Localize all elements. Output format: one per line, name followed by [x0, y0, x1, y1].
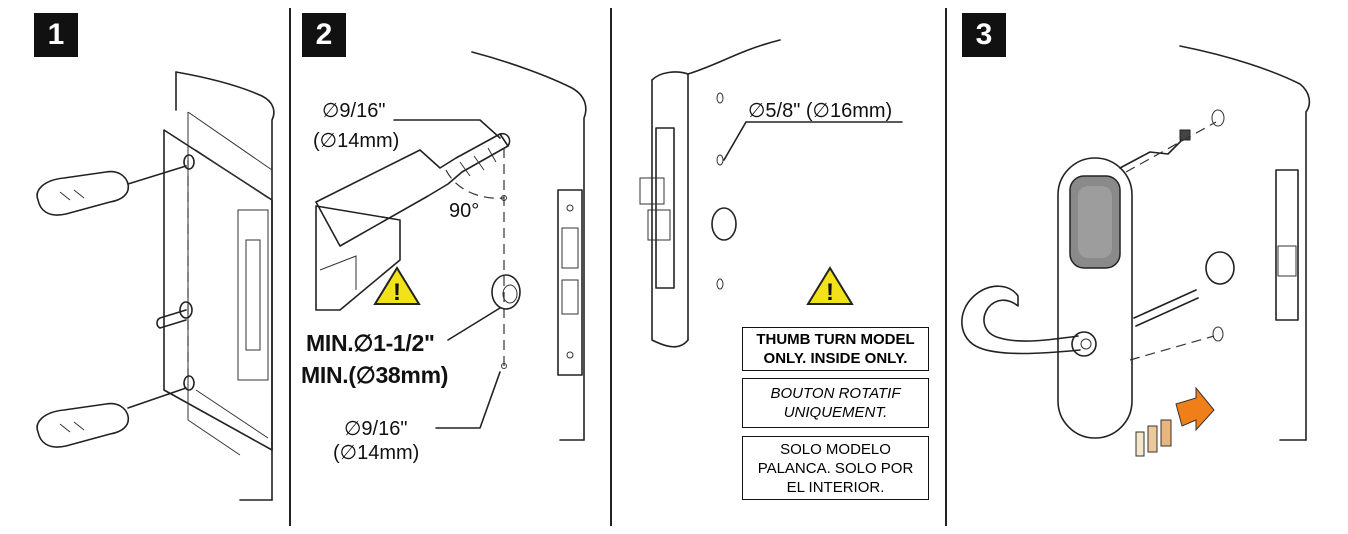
warning-icon-panel-thumbturn — [806, 266, 854, 305]
panel-3-artwork — [961, 45, 1311, 457]
svg-text:!: ! — [393, 279, 401, 306]
svg-text:!: ! — [826, 279, 834, 306]
min-hole-imperial-label: MIN.∅1-1/2" — [306, 330, 435, 356]
step-3-badge: 3 — [962, 13, 1006, 57]
panel-divider-2 — [610, 8, 612, 526]
note-french-line-1: BOUTON ROTATIF — [770, 385, 901, 402]
panel-divider-3 — [945, 8, 947, 526]
top-hole-diameter-label: ∅9/16" — [322, 100, 386, 122]
orange-arrow-icon — [1175, 386, 1215, 432]
arrow-tail-2 — [1147, 425, 1158, 453]
warning-icon-panel2 — [373, 266, 421, 305]
note-spanish: SOLO MODELO PALANCA. SOLO POR EL INTERIO… — [742, 436, 929, 500]
arrow-tail-3 — [1160, 419, 1172, 447]
bottom-hole-metric-label: (∅14mm) — [333, 442, 420, 464]
arrow-tail-1 — [1135, 431, 1145, 457]
thumbturn-hole-diameter-label: ∅5/8" (∅16mm) — [748, 100, 893, 122]
note-french-line-2: UNIQUEMENT. — [783, 404, 888, 421]
note-english-line-2: ONLY. INSIDE ONLY. — [763, 350, 908, 367]
top-hole-metric-label: (∅14mm) — [313, 130, 400, 152]
note-spanish-line-2: PALANCA. SOLO POR — [757, 459, 914, 477]
note-spanish-line-1: SOLO MODELO — [780, 440, 891, 458]
step-1-badge: 1 — [34, 13, 78, 57]
note-french: BOUTON ROTATIF UNIQUEMENT. — [742, 378, 929, 428]
angle-label: 90° — [449, 200, 480, 222]
note-spanish-line-3: EL INTERIOR. — [786, 478, 885, 496]
note-english-line-1: THUMB TURN MODEL — [756, 331, 915, 348]
panel-thumbturn-artwork: ! — [639, 39, 903, 348]
panel-1-artwork — [36, 71, 275, 501]
step-2-badge: 2 — [302, 13, 346, 57]
note-english: THUMB TURN MODEL ONLY. INSIDE ONLY. — [742, 327, 929, 371]
min-hole-metric-label: MIN.(∅38mm) — [301, 362, 449, 388]
panel-divider-1 — [289, 8, 291, 526]
panel-2-artwork: ! — [315, 51, 587, 441]
bottom-hole-diameter-label: ∅9/16" — [344, 418, 408, 440]
